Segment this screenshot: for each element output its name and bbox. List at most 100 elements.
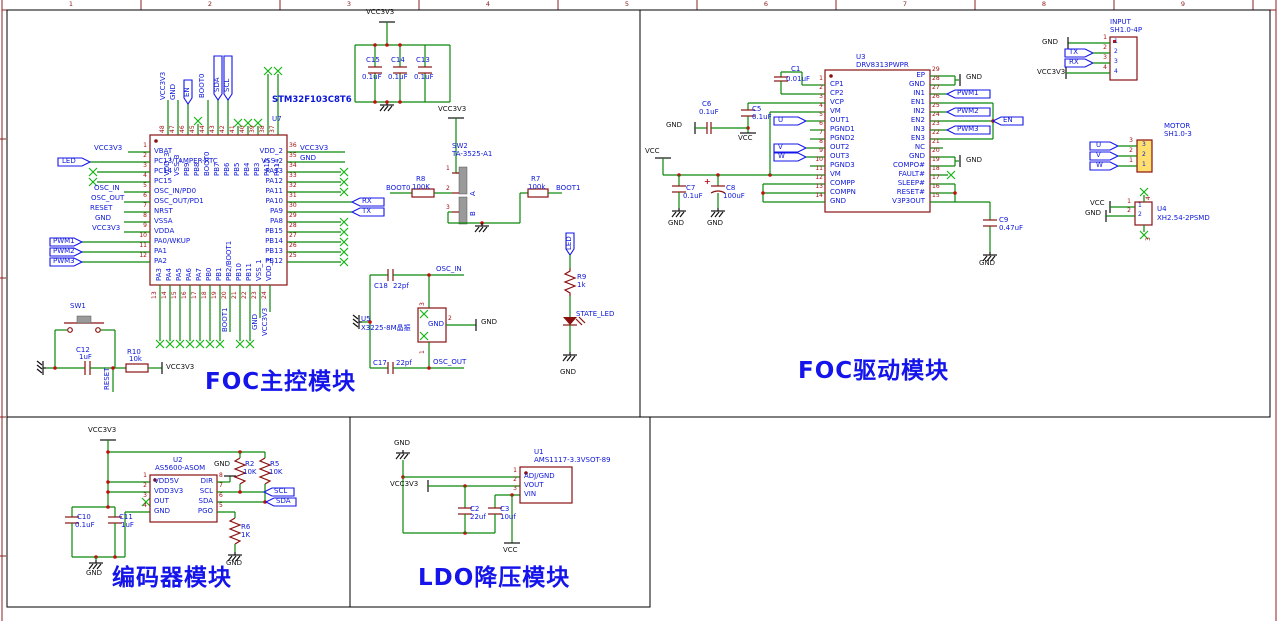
input-connector[interactable] — [1064, 36, 1138, 81]
label-pa1: PA1 — [154, 247, 168, 255]
label-state_led: STATE_LED — [576, 310, 615, 318]
label-0.01uf: 0.01uF — [786, 75, 811, 83]
label-out1: OUT1 — [830, 116, 850, 124]
label-22pf: 22pf — [393, 282, 409, 290]
label-pwm2: PWM2 — [957, 107, 979, 115]
label-tx: TX — [1069, 48, 1079, 56]
label-100k: 100K — [412, 183, 430, 191]
label-0.1uf: 0.1uF — [388, 73, 408, 81]
label-1: 1 — [1127, 198, 1131, 205]
u2-refdes: U2 — [173, 456, 183, 464]
label-28: 28 — [289, 222, 297, 229]
boot-switch-sw2[interactable] — [390, 117, 562, 233]
label-4: 4 — [143, 172, 147, 179]
label-8: 8 — [819, 138, 823, 145]
label-cp1: CP1 — [830, 80, 844, 88]
ldo-u1[interactable] — [395, 449, 573, 544]
label-0.1uf: 0.1uF — [75, 521, 95, 529]
label-31: 31 — [289, 192, 297, 199]
label-4: 4 — [485, 0, 491, 8]
label-vss_2: VSS_2 — [261, 157, 283, 165]
label-1uf: 1uF — [79, 353, 92, 361]
label-c17: C17 — [373, 359, 387, 367]
label-gnd: GND — [251, 313, 259, 330]
net-flag-led: LED — [62, 157, 76, 165]
label-pa5: PA5 — [175, 267, 183, 281]
reset-switch-sw1[interactable] — [36, 315, 163, 392]
driver-u3[interactable] — [655, 69, 1024, 262]
label-reset#: RESET# — [896, 188, 925, 196]
u2-part-name: AS5600-ASOM — [155, 464, 206, 472]
label-vcc3v3: VCC3V3 — [438, 105, 467, 113]
label-c9: C9 — [999, 216, 1009, 224]
label-21: 21 — [932, 138, 940, 145]
label-15: 15 — [171, 291, 178, 299]
label-dir: DIR — [200, 477, 213, 485]
label-pa13: PA13 — [265, 167, 283, 175]
label-0.1uf: 0.1uF — [414, 73, 434, 81]
label-3: 3 — [419, 302, 426, 306]
label-10k: 10K — [243, 468, 257, 476]
decoupling-caps-c13-c15[interactable] — [354, 21, 451, 112]
label-1: 1 — [143, 472, 147, 479]
label-3: 3 — [1114, 58, 1118, 65]
label-vcc3v3: VCC3V3 — [94, 144, 123, 152]
mcu-u7[interactable] — [49, 55, 385, 349]
label-pb10: PB10 — [235, 263, 243, 281]
label-vbat: VBAT — [154, 147, 173, 155]
crystal-u5[interactable] — [352, 269, 477, 374]
motor-connector[interactable] — [1089, 139, 1153, 173]
label-gnd: GND — [95, 214, 112, 222]
label-16: 16 — [932, 183, 940, 190]
label-4: 4 — [143, 502, 147, 509]
label-osc_in: OSC_IN — [436, 265, 462, 273]
label-scl: SCL — [199, 487, 213, 495]
label-2: 2 — [1138, 211, 1142, 218]
label-10k: 10k — [129, 355, 142, 363]
label-vcc3v3: VCC3V3 — [1037, 68, 1066, 76]
label-10: 10 — [139, 232, 147, 239]
label-rx: RX — [1069, 58, 1079, 66]
label-pa9: PA9 — [269, 207, 283, 215]
label-gnd: GND — [707, 219, 724, 227]
label-osc_in/pd0: OSC_IN/PD0 — [154, 187, 197, 195]
status-led-chain[interactable] — [562, 232, 586, 362]
label-pc15: PC15 — [154, 177, 173, 185]
label-adj/gnd: ADJ/GND — [524, 472, 555, 480]
label-pb11: PB11 — [245, 263, 253, 281]
label-0.1uf: 0.1uF — [362, 73, 382, 81]
label-r2: R2 — [245, 460, 255, 468]
power-connector-u4[interactable] — [1105, 187, 1153, 240]
label-37: 37 — [269, 125, 276, 133]
label-4: 4 — [1114, 68, 1118, 75]
label-boot1: BOOT1 — [221, 307, 229, 332]
label-pa14: PA14 — [273, 158, 281, 176]
label-2: 2 — [143, 482, 147, 489]
label-c14: C14 — [391, 56, 405, 64]
label-21: 21 — [231, 291, 238, 299]
label-11: 11 — [815, 165, 823, 172]
label-6: 6 — [219, 492, 223, 499]
label-pb9: PB9 — [183, 162, 191, 176]
label-osc_in: OSC_IN — [94, 184, 120, 192]
label-27: 27 — [289, 232, 297, 239]
label-100uf: 100uF — [723, 192, 745, 200]
label-46: 46 — [179, 125, 186, 133]
label-23: 23 — [932, 120, 940, 127]
label-6: 6 — [819, 120, 823, 127]
label-xh2.54-2psmd: XH2.54-2PSMD — [1157, 214, 1210, 222]
label-pb12: PB12 — [265, 257, 283, 265]
label-2: 2 — [513, 476, 517, 483]
module-title-ldo: LDO降压模块 — [418, 565, 571, 591]
label-34: 34 — [289, 162, 297, 169]
label-c15: C15 — [366, 56, 380, 64]
label-vin: VIN — [524, 490, 537, 498]
label-vss_3: VSS_3 — [173, 154, 181, 176]
label-pgnd1: PGND1 — [830, 125, 855, 133]
encoder-u2[interactable] — [65, 439, 297, 570]
label-vm: VM — [830, 107, 841, 115]
label-pa6: PA6 — [185, 267, 193, 281]
label-pb8: PB8 — [193, 162, 201, 176]
u1-part-name: AMS1117-3.3VSOT-89 — [534, 456, 611, 464]
